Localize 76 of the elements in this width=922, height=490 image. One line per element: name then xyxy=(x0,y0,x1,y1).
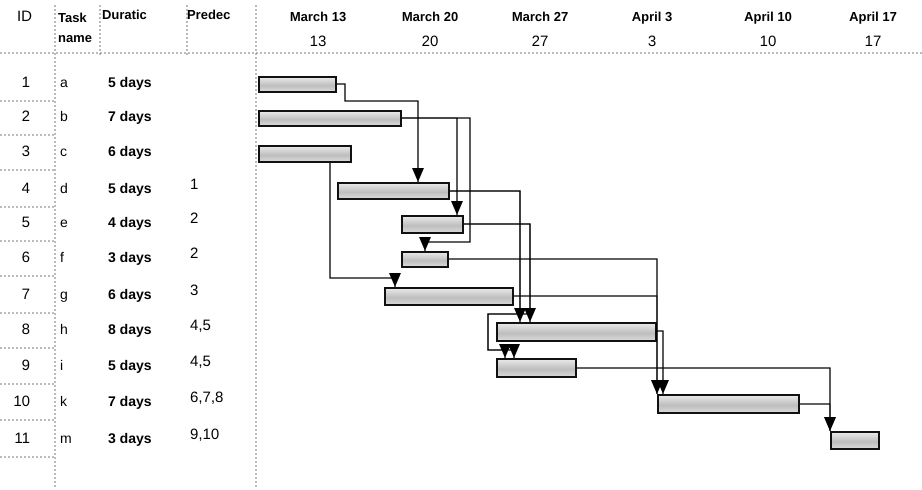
task-name: b xyxy=(60,108,69,124)
dependency-arrow xyxy=(800,403,836,431)
task-name: i xyxy=(60,357,64,374)
task-bar xyxy=(258,76,337,93)
predecessors: 6,7,8 xyxy=(190,389,224,406)
predecessors: 4,5 xyxy=(190,317,212,334)
task-bar xyxy=(384,287,514,306)
task-id: 9 xyxy=(20,357,30,374)
dependency-arrow xyxy=(402,117,471,251)
dependency-arrow xyxy=(337,83,424,182)
column-header: Predec xyxy=(187,8,230,23)
duration: 4 days xyxy=(108,214,153,230)
duration: 7 days xyxy=(108,393,153,410)
predecessors: 1 xyxy=(190,176,200,194)
task-name: m xyxy=(60,430,73,446)
task-id: 7 xyxy=(20,286,30,304)
date-header: April 10 xyxy=(743,10,793,25)
task-name: e xyxy=(60,214,69,230)
task-bar xyxy=(657,394,800,414)
task-name: k xyxy=(60,393,68,410)
date-header: March 27 xyxy=(510,10,570,25)
duration: 7 days xyxy=(108,108,153,124)
task-name: f xyxy=(60,249,65,266)
date-header: March 13 xyxy=(288,10,348,25)
task-id: 10 xyxy=(12,393,30,410)
task-id: 3 xyxy=(20,143,30,160)
column-header: Duratic xyxy=(102,8,147,23)
day-number: 20 xyxy=(420,33,440,50)
day-number: 10 xyxy=(758,33,778,50)
dependency-arrow xyxy=(514,295,663,394)
task-bar xyxy=(337,182,450,200)
task-bar xyxy=(401,215,464,234)
duration: 6 days xyxy=(108,143,153,160)
task-bar xyxy=(258,110,402,127)
predecessors: 9,10 xyxy=(190,426,220,444)
dependency-arrow xyxy=(450,190,521,358)
predecessors: 2 xyxy=(190,245,200,262)
duration: 3 days xyxy=(108,430,153,446)
duration: 6 days xyxy=(108,286,153,302)
task-id: 2 xyxy=(20,108,30,126)
task-bar xyxy=(496,322,657,342)
task-id: 8 xyxy=(20,321,30,338)
task-bar xyxy=(830,431,880,450)
column-header: Task name xyxy=(58,9,93,47)
task-id: 11 xyxy=(13,430,30,448)
task-name: g xyxy=(60,286,69,302)
task-bar xyxy=(496,358,577,378)
day-number: 27 xyxy=(530,33,550,50)
task-bar xyxy=(258,145,352,163)
dependency-arrow xyxy=(657,330,669,394)
task-name: d xyxy=(60,180,69,196)
task-id: 4 xyxy=(20,180,30,198)
day-number: 3 xyxy=(646,33,658,50)
task-id: 5 xyxy=(20,214,30,232)
duration: 8 days xyxy=(108,321,153,338)
task-id: 6 xyxy=(20,249,30,266)
predecessors: 4,5 xyxy=(190,353,212,370)
column-header: ID xyxy=(16,8,32,26)
date-header: April 3 xyxy=(630,10,674,25)
duration: 5 days xyxy=(108,180,153,196)
task-name: c xyxy=(60,143,68,160)
day-number: 17 xyxy=(864,33,882,50)
day-number: 13 xyxy=(308,33,328,50)
date-header: April 17 xyxy=(848,10,898,25)
dependency-arrow xyxy=(329,163,401,287)
predecessors: 3 xyxy=(190,282,200,300)
duration: 5 days xyxy=(108,357,153,374)
task-bar xyxy=(401,251,449,268)
task-id: 1 xyxy=(20,74,30,92)
duration: 5 days xyxy=(108,74,153,90)
date-header: March 20 xyxy=(400,10,460,25)
task-name: h xyxy=(60,321,69,338)
dependency-arrow xyxy=(464,223,531,358)
task-name: a xyxy=(60,74,69,90)
duration: 3 days xyxy=(108,249,153,266)
predecessors: 2 xyxy=(190,210,200,228)
